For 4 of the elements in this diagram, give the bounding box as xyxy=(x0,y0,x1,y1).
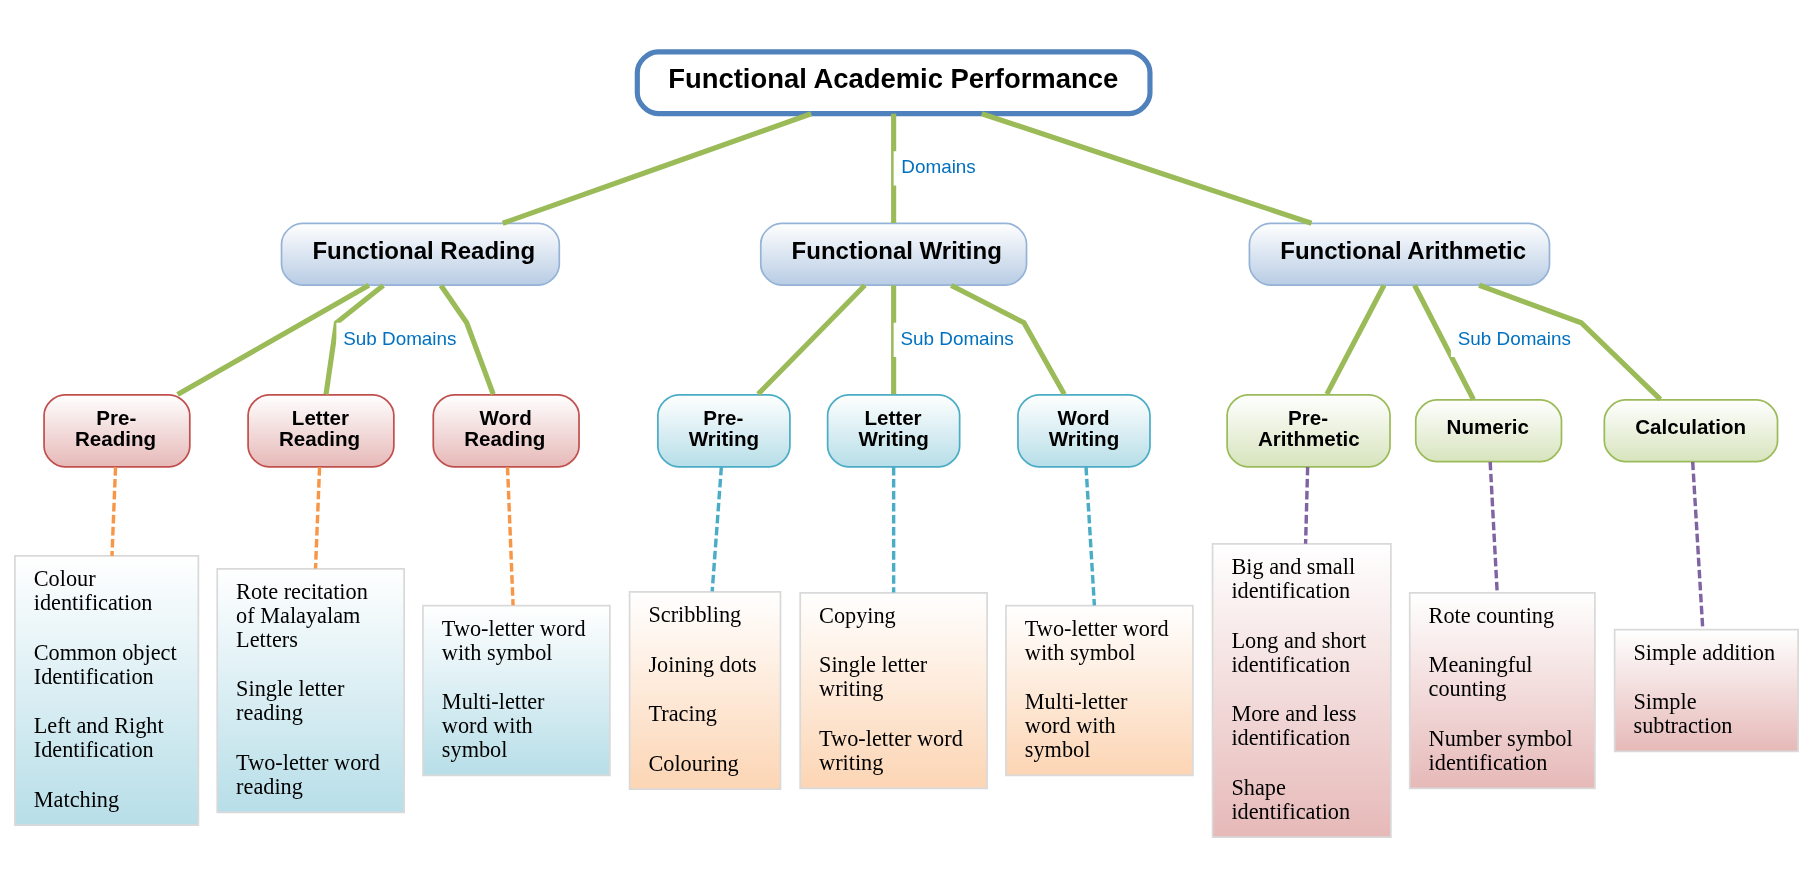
edge-label: Domains xyxy=(901,155,976,177)
edge-label: Sub Domains xyxy=(1457,327,1571,349)
edge-label: Sub Domains xyxy=(900,327,1014,349)
edge-label: Sub Domains xyxy=(343,327,457,349)
